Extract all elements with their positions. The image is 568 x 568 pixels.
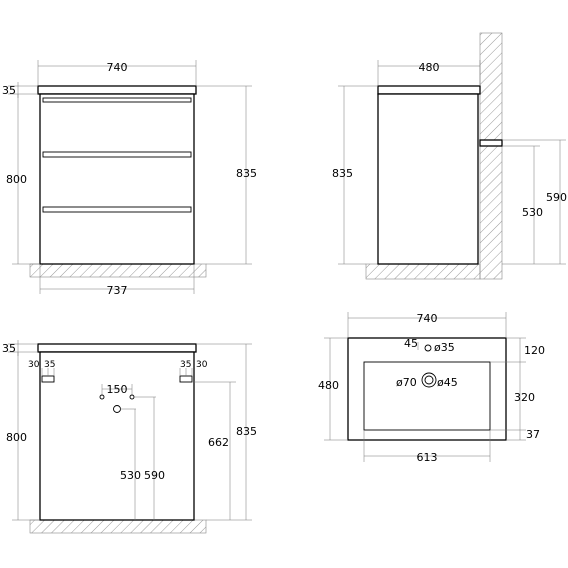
- front-width-label: 740: [107, 61, 128, 74]
- side-pipe: [479, 139, 503, 147]
- back-countertop: [37, 343, 197, 353]
- basin-depth-label: 320: [514, 391, 535, 404]
- side-total-height-label: 835: [332, 167, 353, 180]
- front-drawer-middle: [42, 151, 192, 158]
- side-depth-label: 480: [419, 61, 440, 74]
- back-body-height-label: 800: [6, 431, 27, 444]
- mount-hole-left: [99, 394, 105, 400]
- side-view: 480 835 590 530: [332, 32, 567, 280]
- side-pipe-upper-label: 590: [546, 191, 567, 204]
- back-inner-height-label: 662: [208, 436, 229, 449]
- front-total-height-label: 835: [236, 167, 257, 180]
- front-countertop: [37, 85, 197, 95]
- front-view: 740 35 800 835 737: [2, 60, 257, 297]
- front-base-width-label: 737: [107, 284, 128, 297]
- top-depth-label: 480: [318, 379, 339, 392]
- drain-inner-circle: [424, 375, 434, 385]
- side-pipe-lower-label: 530: [522, 206, 543, 219]
- back-total-height-label: 835: [236, 425, 257, 438]
- back-floor-hatch: [29, 519, 207, 534]
- front-body-height-label: 800: [6, 173, 27, 186]
- faucet-offset-label: 45: [404, 337, 418, 350]
- side-floor-hatch: [365, 263, 481, 280]
- basin-width-label: 613: [417, 451, 438, 464]
- side-wall-hatch: [479, 32, 503, 280]
- drain-inner-label: ø45: [437, 376, 458, 389]
- side-countertop: [377, 85, 481, 95]
- drain-outer-label: ø70: [396, 376, 417, 389]
- bracket-left-b-label: 35: [44, 360, 55, 370]
- back-view: 30 35 35 30 150 530 590 35 800 662: [2, 340, 257, 534]
- faucet-hole-label: ø35: [434, 341, 455, 354]
- side-cabinet-body: [377, 93, 479, 265]
- front-floor-hatch: [29, 263, 207, 278]
- top-countertop-outline: [347, 337, 507, 441]
- front-drawer-top: [42, 97, 192, 103]
- back-cabinet-body: [39, 351, 195, 521]
- top-view: 740 480 45 ø35 ø70 ø45 120 320 37 613: [318, 312, 545, 464]
- drain-outer-circle: [421, 372, 437, 388]
- front-margin-label: 37: [526, 428, 540, 441]
- back-margin-label: 120: [524, 344, 545, 357]
- faucet-hole: [424, 344, 432, 352]
- bracket-right-b-label: 30: [196, 360, 208, 370]
- back-pipe-high-label: 590: [144, 469, 165, 482]
- top-width-label: 740: [417, 312, 438, 325]
- bracket-right-a-label: 35: [180, 360, 191, 370]
- hole-spacing-label: 150: [107, 383, 128, 396]
- front-drawer-bottom: [42, 206, 192, 213]
- back-pipe-low-label: 530: [120, 469, 141, 482]
- back-top-height-label: 35: [2, 342, 16, 355]
- top-basin-outline: [363, 361, 491, 431]
- front-top-height-label: 35: [2, 84, 16, 97]
- bracket-left-a-label: 30: [28, 360, 40, 370]
- front-cabinet-body: [39, 93, 195, 265]
